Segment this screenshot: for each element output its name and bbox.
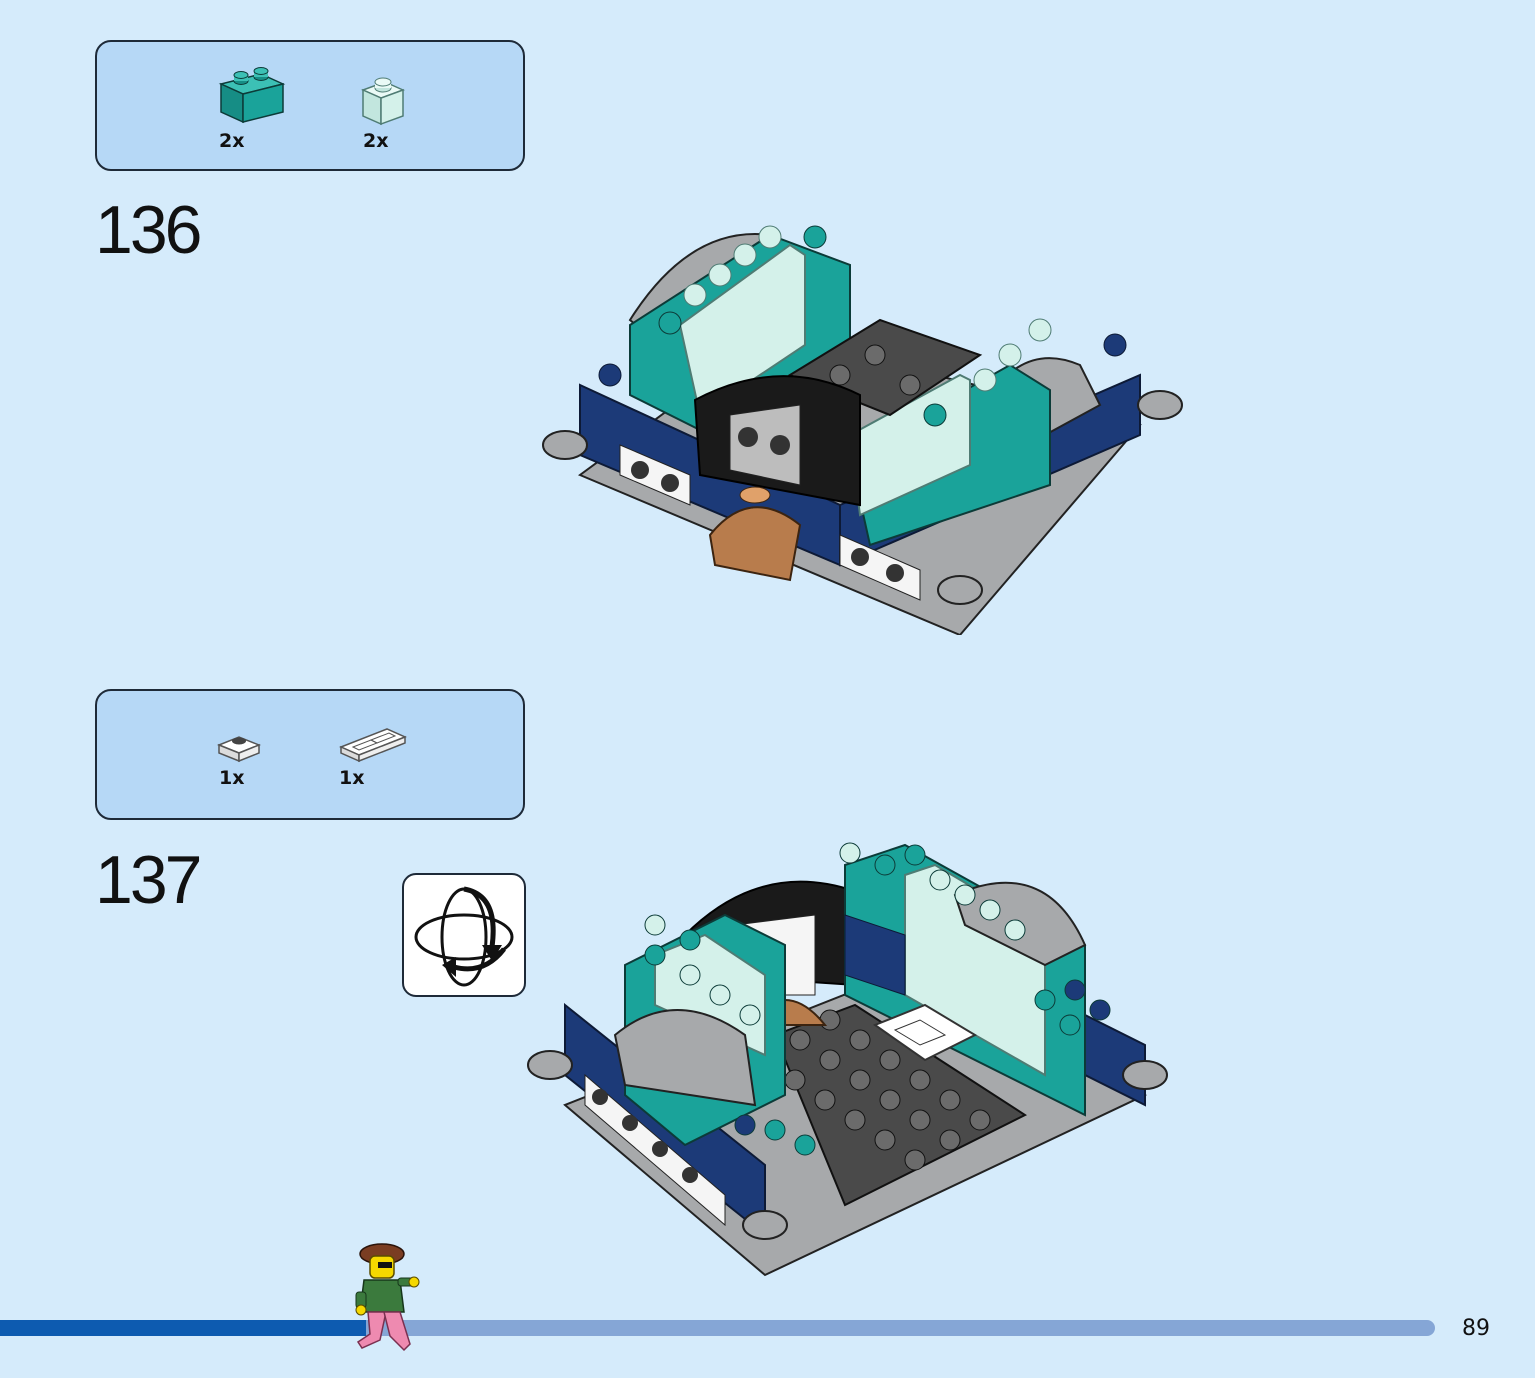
teal-brick-1x2-icon bbox=[217, 64, 287, 126]
model-illustration-step-137 bbox=[527, 842, 1168, 1277]
parts-callout-step-136: 2x 2x bbox=[95, 40, 525, 171]
step-number: 136 bbox=[95, 192, 202, 268]
step-number: 137 bbox=[95, 842, 202, 918]
part-quantity: 1x bbox=[339, 767, 365, 789]
progress-bar-fill bbox=[0, 1320, 366, 1336]
progress-bar bbox=[0, 1320, 1435, 1336]
parts-callout-step-137: 1x 1x bbox=[95, 689, 525, 820]
rotate-model-icon bbox=[402, 873, 526, 997]
white-tile-1x2-grille-icon bbox=[337, 723, 409, 767]
minifigure-progress-marker-icon bbox=[355, 1243, 420, 1352]
page-number: 89 bbox=[1462, 1316, 1490, 1341]
white-plate-1x1-icon bbox=[215, 729, 265, 769]
light-aqua-brick-1x1-icon bbox=[359, 72, 407, 128]
part-quantity: 1x bbox=[219, 767, 245, 789]
part-quantity: 2x bbox=[219, 130, 245, 152]
part-quantity: 2x bbox=[363, 130, 389, 152]
model-illustration-step-136 bbox=[542, 225, 1183, 635]
